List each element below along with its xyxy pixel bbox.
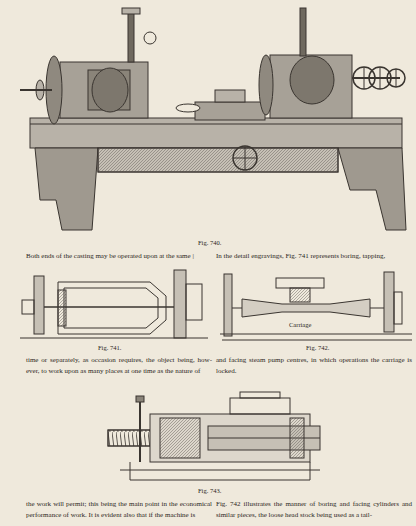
- spindle-section-743: [108, 392, 320, 480]
- facing-setup-742: [220, 272, 412, 340]
- body-text: and facing steam pump centres, in which …: [216, 355, 412, 376]
- figure-caption: Fig. 741.: [98, 343, 121, 354]
- boring-setup-741: [20, 270, 208, 338]
- figure-caption: Fig. 742.: [306, 343, 329, 354]
- body-text: Both ends of the casting may be operated…: [26, 251, 212, 262]
- figure-caption: Fig. 740.: [198, 238, 221, 249]
- body-text: the work will permit; this being the mai…: [26, 499, 212, 520]
- lathe-engraving: [20, 8, 406, 230]
- part-label: Carriage: [287, 320, 313, 331]
- body-text: time or separately, as occasion requires…: [26, 355, 212, 376]
- body-text: In the detail engravings, Fig. 741 repre…: [216, 251, 412, 262]
- body-text: Fig. 742 illustrates the manner of borin…: [216, 499, 412, 520]
- figure-caption: Fig. 743.: [198, 486, 221, 497]
